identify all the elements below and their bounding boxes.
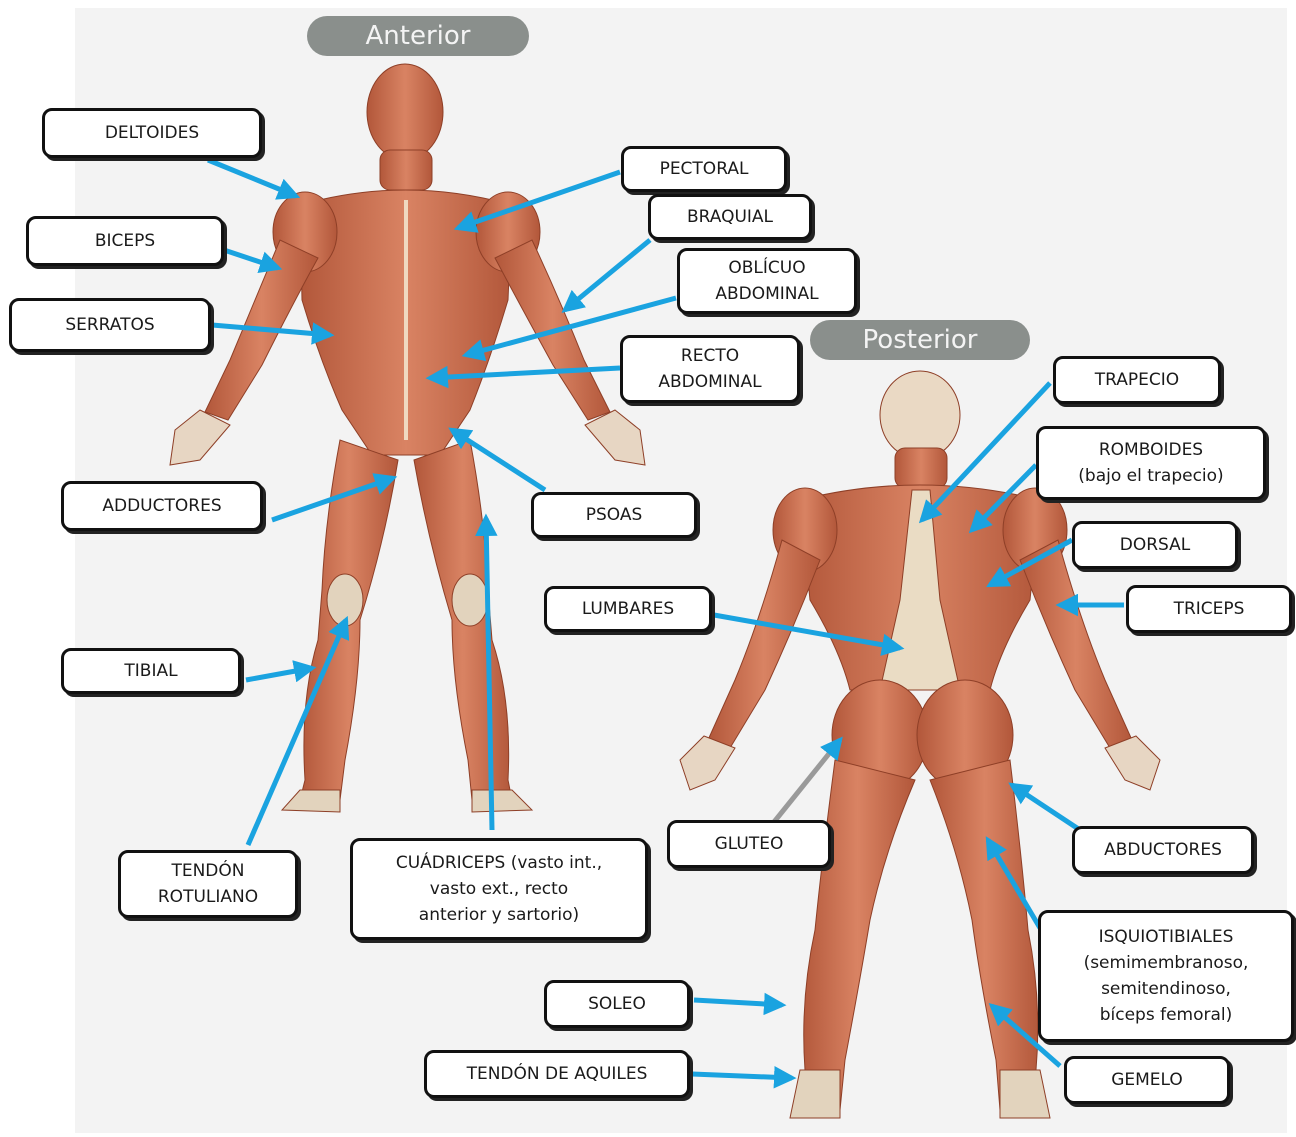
anterior-left-hand [170, 410, 230, 465]
posterior-head [880, 371, 960, 459]
label-tibial: TIBIAL [61, 648, 241, 694]
label-oblicuo-abdominal: OBLÍCUO ABDOMINAL [677, 248, 857, 314]
label-dorsal: DORSAL [1072, 521, 1238, 569]
anterior-right-knee [452, 574, 488, 626]
label-recto-abdominal: RECTO ABDOMINAL [620, 335, 800, 403]
posterior-left-leg [800, 760, 915, 1110]
label-psoas: PSOAS [531, 492, 697, 538]
label-triceps: TRICEPS [1126, 585, 1292, 633]
label-pectoral: PECTORAL [621, 146, 787, 192]
posterior-right-heel [1000, 1070, 1050, 1118]
label-gemelo: GEMELO [1064, 1056, 1230, 1104]
label-cuadriceps: CUÁDRICEPS (vasto int., vasto ext., rect… [350, 838, 648, 940]
label-biceps: BICEPS [26, 216, 224, 266]
arrow-deltoides [208, 160, 296, 196]
label-gluteo: GLUTEO [667, 820, 831, 868]
label-deltoides: DELTOIDES [42, 108, 262, 158]
anterior-right-foot [472, 790, 532, 812]
anterior-neck [380, 150, 432, 190]
arrow-soleo [694, 1000, 782, 1005]
arrow-abductores [1012, 785, 1080, 830]
label-tendon-rotuliano: TENDÓN ROTULIANO [118, 850, 298, 918]
arrow-braquial [565, 240, 650, 310]
posterior-right-leg [930, 760, 1040, 1110]
anterior-left-foot [282, 790, 340, 812]
arrow-biceps [224, 250, 278, 268]
label-adductores: ADDUCTORES [61, 481, 263, 531]
posterior-left-arm [708, 540, 820, 748]
anterior-left-knee [327, 574, 363, 626]
posterior-left-heel [790, 1070, 840, 1118]
posterior-right-arm [1020, 540, 1132, 748]
label-lumbares: LUMBARES [544, 586, 712, 632]
anterior-head [367, 64, 443, 160]
label-soleo: SOLEO [544, 980, 690, 1028]
arrow-tendon-aquiles [692, 1074, 792, 1078]
label-romboides: ROMBOIDES (bajo el trapecio) [1036, 426, 1266, 500]
label-braquial: BRAQUIAL [648, 194, 812, 240]
label-abductores: ABDUCTORES [1072, 826, 1254, 874]
label-isquiotibiales: ISQUIOTIBIALES (semimembranoso, semitend… [1038, 910, 1294, 1042]
posterior-neck [895, 448, 947, 488]
posterior-view-badge: Posterior [810, 320, 1030, 360]
label-serratos: SERRATOS [9, 298, 211, 352]
anterior-view-badge: Anterior [307, 16, 529, 56]
label-trapecio: TRAPECIO [1053, 356, 1221, 404]
arrow-tibial [246, 668, 312, 680]
label-tendon-aquiles: TENDÓN DE AQUILES [424, 1050, 690, 1098]
